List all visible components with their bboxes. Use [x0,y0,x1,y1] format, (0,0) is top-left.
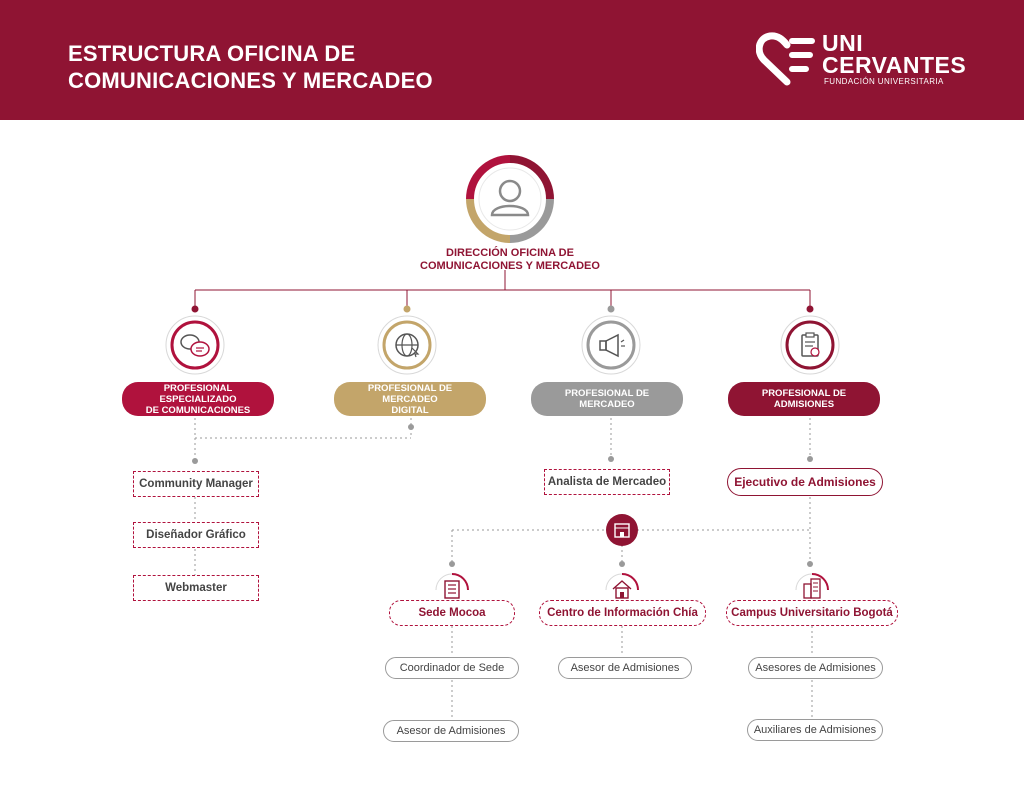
bogota-advisors-role: Asesores de Admisiones [748,657,883,679]
director-line-1: DIRECCIÓN OFICINA DE [446,247,574,259]
mocoa-advisor-role: Asesor de Admisiones [383,720,519,742]
professional-digital-marketing-line-2: DIGITAL [391,404,429,416]
director-icon [466,155,554,243]
marketing-analyst-box: Analista de Mercadeo [544,469,670,495]
title-line-1: ESTRUCTURA OFICINA DE [68,41,356,66]
chat-icon [165,315,225,375]
community-manager-box: Community Manager [133,471,259,497]
logo-text-uni: UNI [822,30,864,56]
building-hub-icon [606,514,638,546]
page-title: ESTRUCTURA OFICINA DE COMUNICACIONES Y M… [68,40,433,94]
unicervantes-logo: UNI CERVANTES FUNDACIÓN UNIVERSITARIA [755,30,976,90]
clipboard-icon [780,315,840,375]
globe-icon [377,315,437,375]
professional-communications-line-1: PROFESIONAL ESPECIALIZADO [159,382,237,405]
sede-mocoa-building-icon [435,573,469,599]
bogota-campus-icon [795,573,829,599]
sede-mocoa-box: Sede Mocoa [389,600,515,626]
heart-logo-icon [755,32,815,86]
sede-bogota-box: Campus Universitario Bogotá [726,600,898,626]
admissions-executive-box: Ejecutivo de Admisiones [727,468,883,496]
professional-marketing-label: PROFESIONAL DE MERCADEO [564,388,650,410]
title-line-2: COMUNICACIONES Y MERCADEO [68,68,433,93]
user-icon [490,179,530,217]
header-banner [0,0,1024,120]
professional-admissions-label: PROFESIONAL DE ADMISIONES [761,388,847,410]
chia-house-icon [605,573,639,599]
director-label: DIRECCIÓN OFICINA DE COMUNICACIONES Y ME… [395,247,625,273]
mocoa-coordinator-role: Coordinador de Sede [385,657,519,679]
webmaster-box: Webmaster [133,575,259,601]
megaphone-icon [581,315,641,375]
professional-admissions: PROFESIONAL DE ADMISIONES [728,382,880,416]
professional-digital-marketing-line-1: PROFESIONAL DE MERCADEO [367,382,453,405]
professional-marketing: PROFESIONAL DE MERCADEO [531,382,683,416]
logo-text-cervantes: CERVANTES [822,52,967,78]
logo-subtitle: FUNDACIÓN UNIVERSITARIA [824,77,944,86]
sede-chia-box: Centro de Información Chía [539,600,706,626]
bogota-assistants-role: Auxiliares de Admisiones [747,719,883,741]
chia-advisor-role: Asesor de Admisiones [558,657,692,679]
professional-digital-marketing: PROFESIONAL DE MERCADEO DIGITAL [334,382,486,416]
graphic-designer-box: Diseñador Gráfico [133,522,259,548]
professional-communications-line-2: DE COMUNICACIONES [145,404,251,416]
director-line-2: COMUNICACIONES Y MERCADEO [420,260,600,272]
professional-communications: PROFESIONAL ESPECIALIZADO DE COMUNICACIO… [122,382,274,416]
